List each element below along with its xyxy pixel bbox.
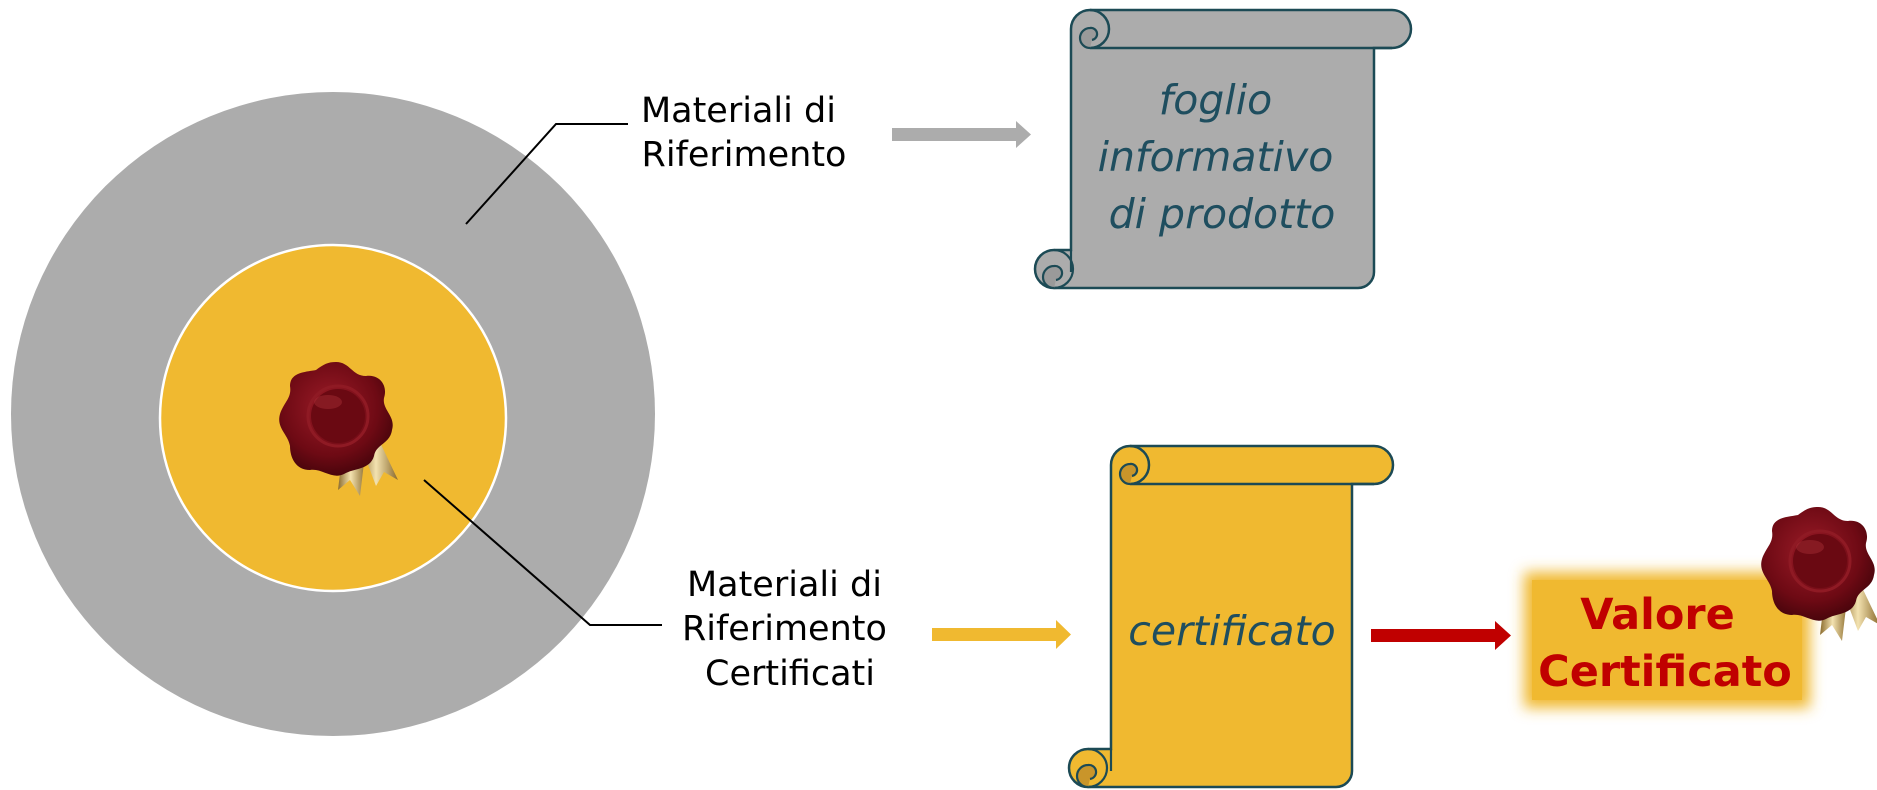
label-line: Certificati [705,654,875,694]
scroll-text-line: informativo [1098,133,1334,181]
red-arrow [1371,621,1511,650]
value-text-line: Valore [1580,590,1735,640]
label-certified-reference-materials: Materiali di Riferimento Certificati [682,565,898,694]
label-line: Riferimento [682,609,887,649]
certified-value-box [1524,572,1810,708]
certified-value-text: Valore Certificato [1538,590,1792,697]
product-info-scroll [1033,8,1413,290]
label-line: Materiali di [641,91,836,131]
certificate-scroll [1067,444,1395,789]
certificate-text: certificato [1128,607,1335,655]
label-reference-materials: Materiali di Riferimento [641,91,847,175]
gray-arrow [892,121,1031,148]
label-line: Riferimento [642,135,847,175]
gold-arrow [932,620,1071,649]
product-info-sheet-text: foglio informativo di prodotto [1098,76,1347,238]
leader-line-certified-materials [423,479,662,626]
scroll-text-line: di prodotto [1109,190,1336,238]
scroll-text-line: certificato [1128,607,1335,655]
leader-line-reference-materials [465,123,628,225]
scroll-text-line: foglio [1159,76,1272,124]
label-line: Materiali di [687,565,882,605]
value-text-line: Certificato [1538,647,1792,697]
